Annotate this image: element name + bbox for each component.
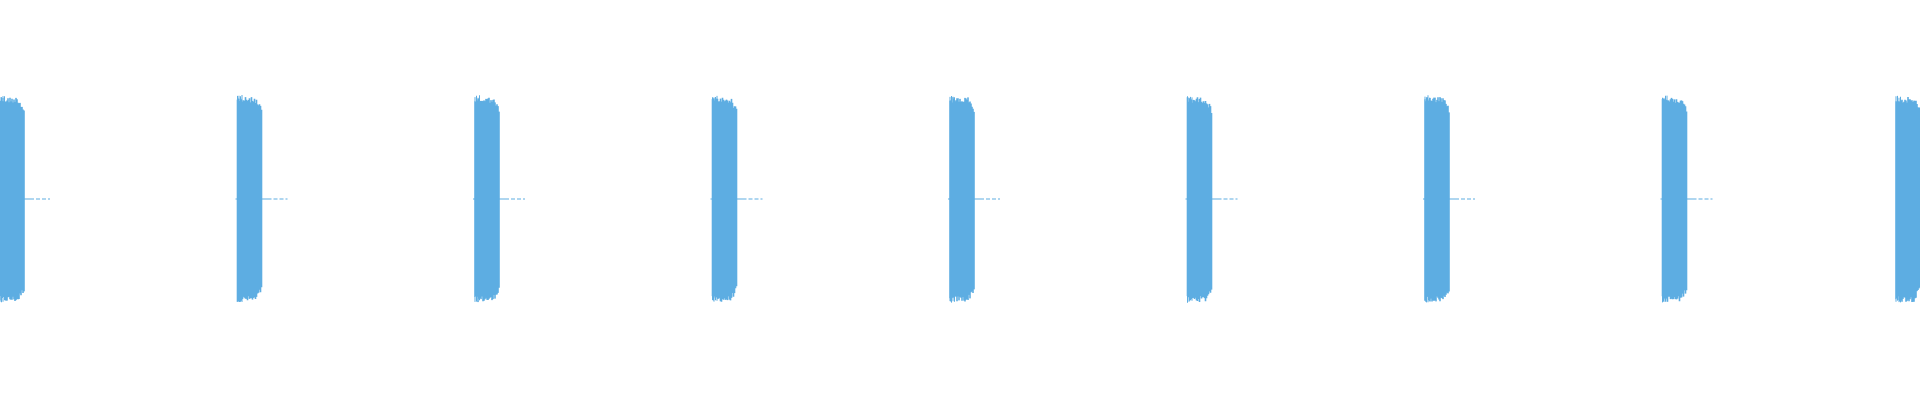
pulse-edge bbox=[237, 95, 243, 302]
waveform-pulse-5 bbox=[948, 96, 1000, 303]
pulse-body bbox=[1424, 97, 1450, 302]
pulse-body bbox=[474, 97, 500, 302]
pulse-edge bbox=[1895, 95, 1901, 303]
pulse-body bbox=[1186, 97, 1213, 302]
pulse-body bbox=[949, 97, 975, 302]
waveform-pulse-8 bbox=[1660, 95, 1713, 303]
waveform-pulse-7 bbox=[1423, 95, 1475, 303]
pulse-edge bbox=[1187, 96, 1193, 303]
pulse-body bbox=[236, 97, 263, 302]
waveform-pulse-4 bbox=[710, 95, 763, 302]
waveform-pulse-1 bbox=[0, 96, 50, 303]
pulse-body bbox=[1895, 97, 1920, 302]
pulse-edge bbox=[1662, 95, 1668, 303]
waveform-pulse-6 bbox=[1185, 96, 1238, 303]
pulse-body bbox=[711, 97, 738, 302]
pulse-body bbox=[0, 97, 25, 301]
pulse-edge bbox=[1424, 95, 1430, 303]
pulse-body bbox=[1661, 97, 1688, 302]
waveform-pulse-3 bbox=[473, 95, 525, 303]
pulse-edge bbox=[0, 96, 5, 303]
waveform-pulse-9 bbox=[1895, 95, 1920, 303]
waveform-pulse-2 bbox=[235, 95, 288, 302]
